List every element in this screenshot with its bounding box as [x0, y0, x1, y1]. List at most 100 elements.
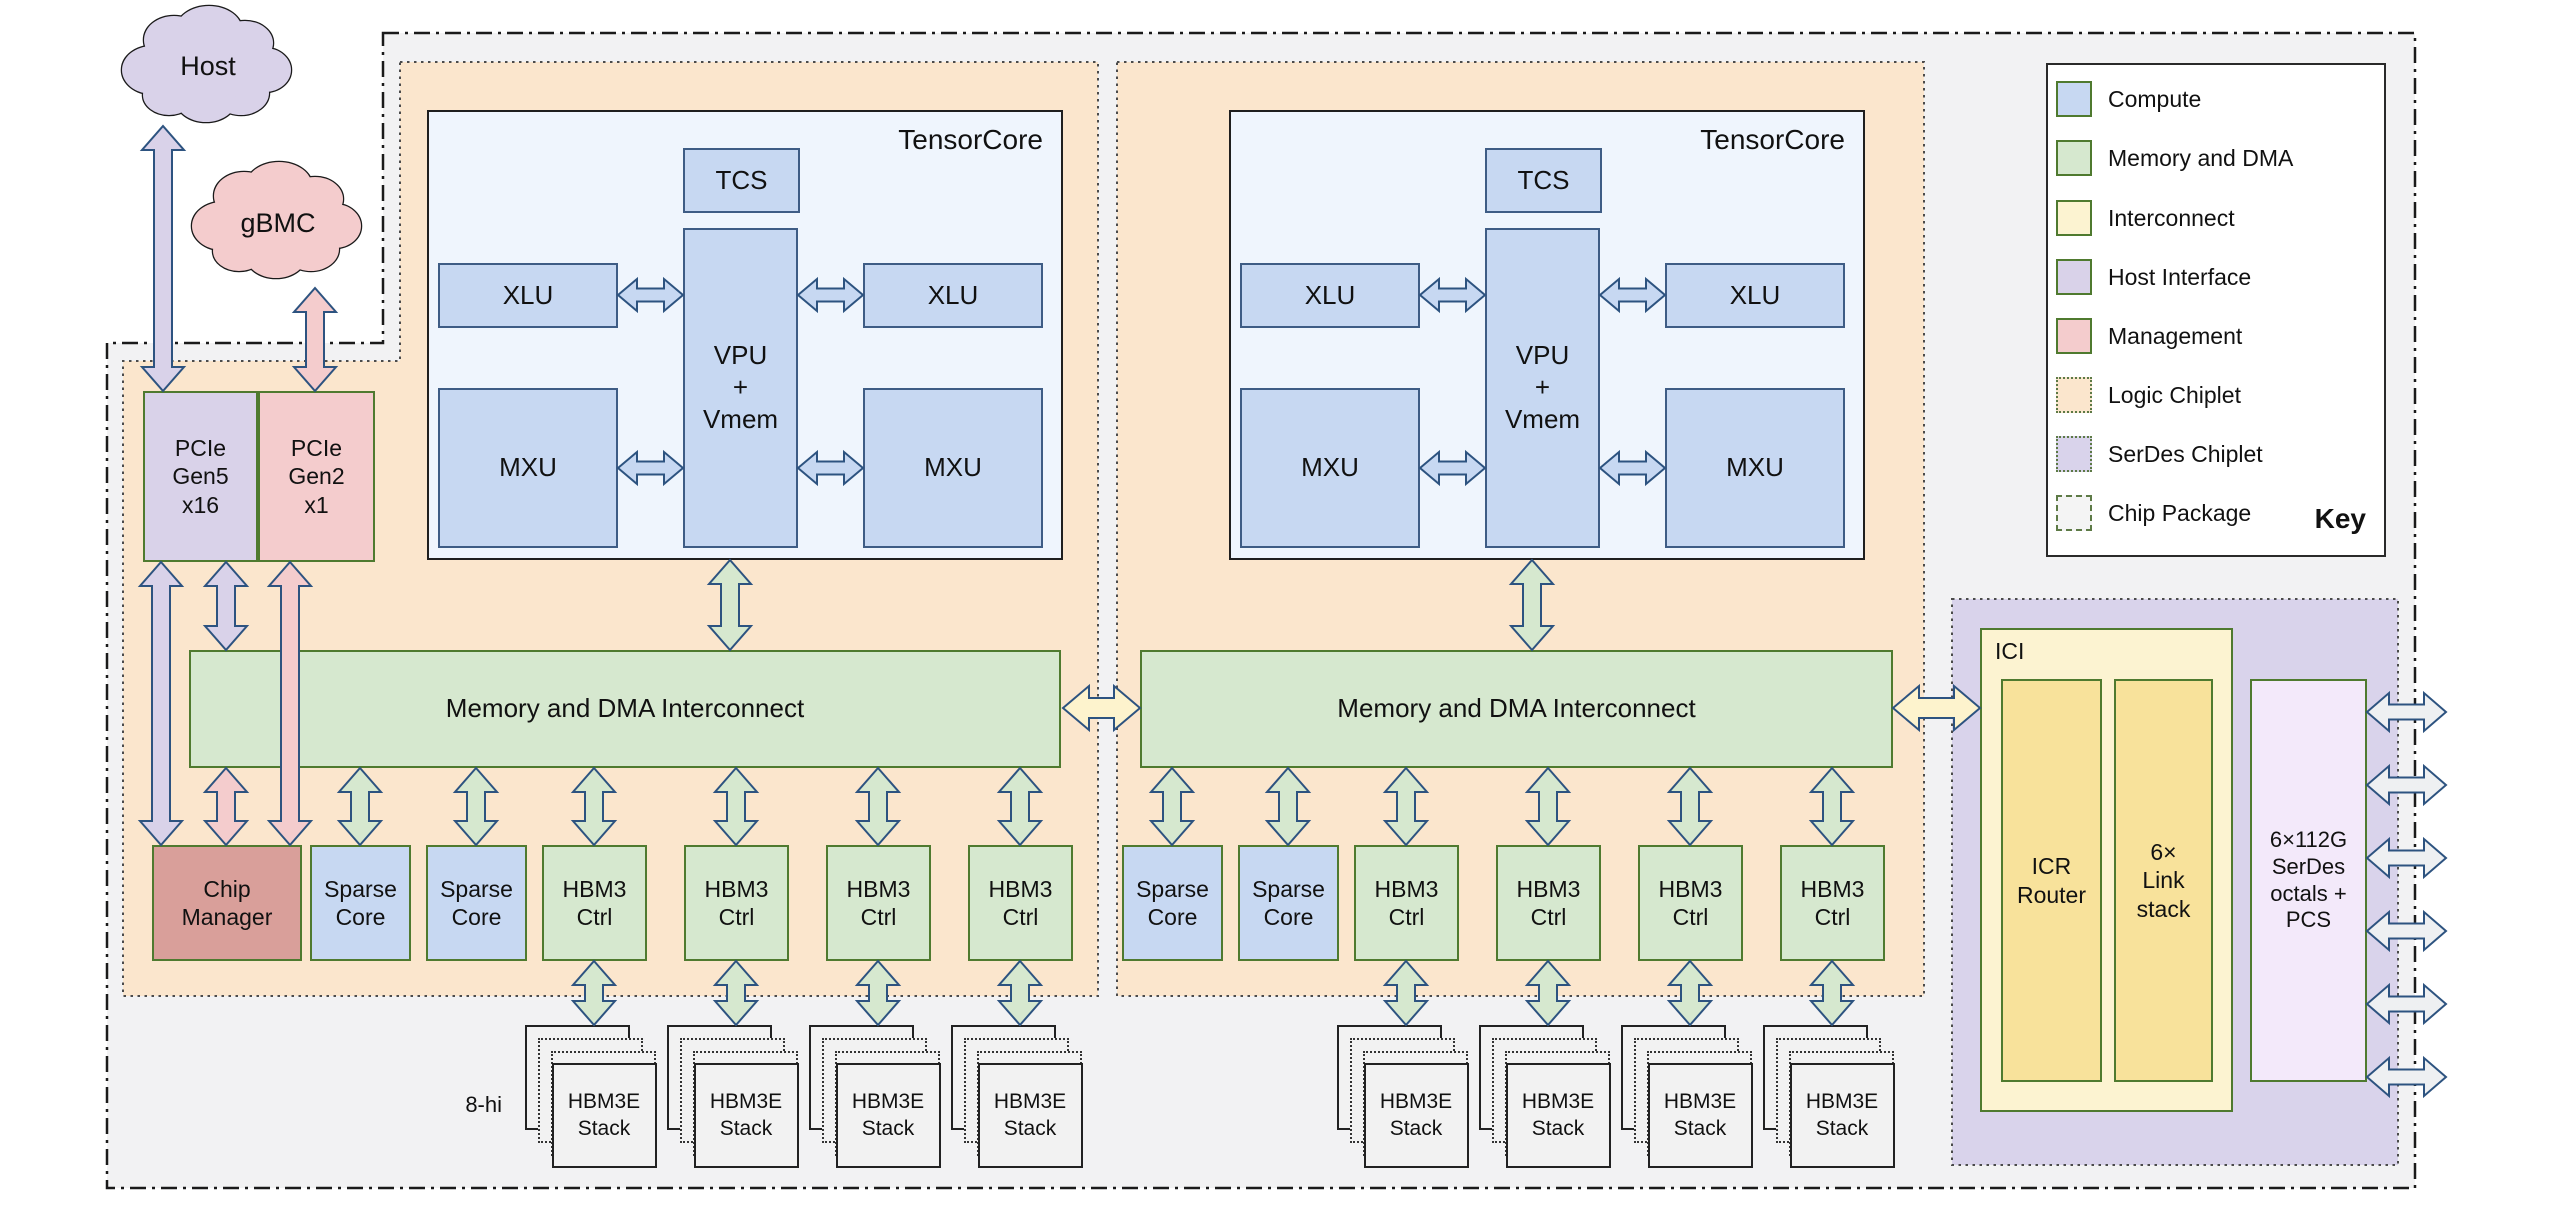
pcie-gen2-block: PCIe Gen2 x1 — [258, 391, 375, 562]
arrow-hbm3ctrl-to-stack — [854, 959, 902, 1027]
hbm3-ctrl-4: HBM3 Ctrl — [968, 845, 1073, 961]
key-item-serdes_chiplet-label: SerDes Chiplet — [2108, 440, 2263, 467]
mxu-1-left: MXU — [438, 388, 618, 548]
arrow-interconnect-to-block — [570, 766, 618, 847]
arrow-serdes-io — [2365, 763, 2448, 807]
arrow-tensorcore-internal — [1598, 449, 1667, 487]
arrow-pcie2-to-chip-manager — [266, 560, 314, 847]
gbmc-cloud-label: gBMC — [240, 207, 316, 238]
vpu-vmem-1: VPU + Vmem — [683, 228, 798, 548]
arrow-serdes-io — [2365, 1055, 2448, 1099]
vpu-vmem-2: VPU + Vmem — [1485, 228, 1600, 548]
key-swatch-host_interface — [2056, 259, 2092, 295]
arrow-tensorcore-internal — [616, 276, 685, 314]
arrow-hbm3ctrl-to-stack — [1382, 959, 1430, 1027]
key-item-logic_chiplet-label: Logic Chiplet — [2108, 381, 2241, 408]
key-item-compute-label: Compute — [2108, 85, 2202, 112]
hbm3e-stack-3: HBM3E Stack — [835, 1063, 941, 1168]
xlu-2-left: XLU — [1240, 263, 1420, 328]
memory-dma-interconnect-1: Memory and DMA Interconnect — [189, 650, 1061, 768]
key-swatch-logic_chiplet — [2056, 377, 2092, 413]
hbm3-ctrl-6: HBM3 Ctrl — [1496, 845, 1601, 961]
arrow-hbm3ctrl-to-stack — [1524, 959, 1572, 1027]
arrow-host-to-pcie — [139, 124, 187, 393]
arrow-tensorcore-internal — [1418, 449, 1487, 487]
hbm3e-stack-8: HBM3E Stack — [1789, 1063, 1895, 1168]
xlu-1-left: XLU — [438, 263, 618, 328]
arrow-gbmc-to-pcie — [291, 286, 339, 393]
arrow-serdes-io — [2365, 909, 2448, 953]
sparse-core-4: Sparse Core — [1238, 845, 1339, 961]
arrow-tensorcore-internal — [616, 449, 685, 487]
ici-label: ICI — [1995, 637, 2025, 664]
key-swatch-chip_package — [2056, 495, 2092, 531]
hbm3e-stack-1: HBM3E Stack — [551, 1063, 657, 1168]
key-item-management-label: Management — [2108, 322, 2243, 349]
host-cloud — [120, 4, 293, 124]
hbm3e-stack-6: HBM3E Stack — [1505, 1063, 1611, 1168]
arrow-hbm3ctrl-to-stack — [570, 959, 618, 1027]
gbmc-cloud — [190, 160, 363, 280]
link-stack-block: 6× Link stack — [2114, 679, 2213, 1082]
hbm3e-stack-7: HBM3E Stack — [1647, 1063, 1753, 1168]
pcie-gen5-block: PCIe Gen5 x16 — [143, 391, 258, 562]
hbm3e-stack-2: HBM3E Stack — [693, 1063, 799, 1168]
arrow-pcie5-to-chip-manager — [137, 560, 185, 847]
arrow-pcie5-to-interconnect — [202, 560, 250, 652]
arrow-tensorcore-internal — [796, 449, 865, 487]
arrow-interconnect-to-block — [996, 766, 1044, 847]
arrow-tensorcore1-to-interconnect — [706, 558, 754, 652]
stack-height-label: 8-hi — [465, 1092, 502, 1117]
arrow-hbm3ctrl-to-stack — [712, 959, 760, 1027]
mxu-1-right: MXU — [863, 388, 1043, 548]
sparse-core-3: Sparse Core — [1122, 845, 1223, 961]
hbm3-ctrl-5: HBM3 Ctrl — [1354, 845, 1459, 961]
key-title: Key — [2314, 503, 2366, 534]
memory-dma-interconnect-2: Memory and DMA Interconnect — [1140, 650, 1893, 768]
arrow-hbm3ctrl-to-stack — [996, 959, 1044, 1027]
arrow-serdes-io — [2365, 690, 2448, 734]
hbm3e-stack-4: HBM3E Stack — [977, 1063, 1083, 1168]
hbm3-ctrl-2: HBM3 Ctrl — [684, 845, 789, 961]
arrow-interconnect-to-block — [1382, 766, 1430, 847]
arrow-interconnect-to-chip-manager — [202, 766, 250, 847]
xlu-2-right: XLU — [1665, 263, 1845, 328]
key-swatch-memory — [2056, 140, 2092, 176]
hbm3-ctrl-7: HBM3 Ctrl — [1638, 845, 1743, 961]
arrow-interconnect-to-block — [1666, 766, 1714, 847]
arrow-tensorcore-internal — [1418, 276, 1487, 314]
key-swatch-interconnect — [2056, 200, 2092, 236]
serdes-octals-pcs-block: 6×112G SerDes octals + PCS — [2250, 679, 2367, 1082]
hbm3-ctrl-3: HBM3 Ctrl — [826, 845, 931, 961]
key-item-interconnect-label: Interconnect — [2108, 204, 2235, 231]
key-item-memory-label: Memory and DMA — [2108, 144, 2294, 171]
key-swatch-management — [2056, 318, 2092, 354]
key-swatch-compute — [2056, 81, 2092, 117]
arrow-tensorcore-internal — [1598, 276, 1667, 314]
key-legend — [2046, 63, 2386, 557]
icr-router-block: ICR Router — [2001, 679, 2102, 1082]
arrow-interconnect-to-block — [1148, 766, 1196, 847]
key-swatch-serdes_chiplet — [2056, 436, 2092, 472]
arrow-hbm3ctrl-to-stack — [1666, 959, 1714, 1027]
arrow-interconnect-to-block — [854, 766, 902, 847]
chip-manager-block: Chip Manager — [152, 845, 302, 961]
arrow-interconnect1-to-interconnect2 — [1061, 683, 1142, 733]
arrow-serdes-io — [2365, 836, 2448, 880]
tcs-2: TCS — [1485, 148, 1602, 213]
arrow-tensorcore-internal — [796, 276, 865, 314]
key-item-chip_package-label: Chip Package — [2108, 499, 2252, 526]
xlu-1-right: XLU — [863, 263, 1043, 328]
arrow-interconnect-to-block — [452, 766, 500, 847]
arrow-interconnect-to-block — [1264, 766, 1312, 847]
arrow-interconnect-to-block — [336, 766, 384, 847]
arrow-hbm3ctrl-to-stack — [1808, 959, 1856, 1027]
tensorcore-2-label: TensorCore — [1700, 124, 1845, 155]
arrow-interconnect-to-block — [1808, 766, 1856, 847]
tensorcore-1-label: TensorCore — [898, 124, 1043, 155]
hbm3-ctrl-1: HBM3 Ctrl — [542, 845, 647, 961]
sparse-core-1: Sparse Core — [310, 845, 411, 961]
mxu-2-right: MXU — [1665, 388, 1845, 548]
